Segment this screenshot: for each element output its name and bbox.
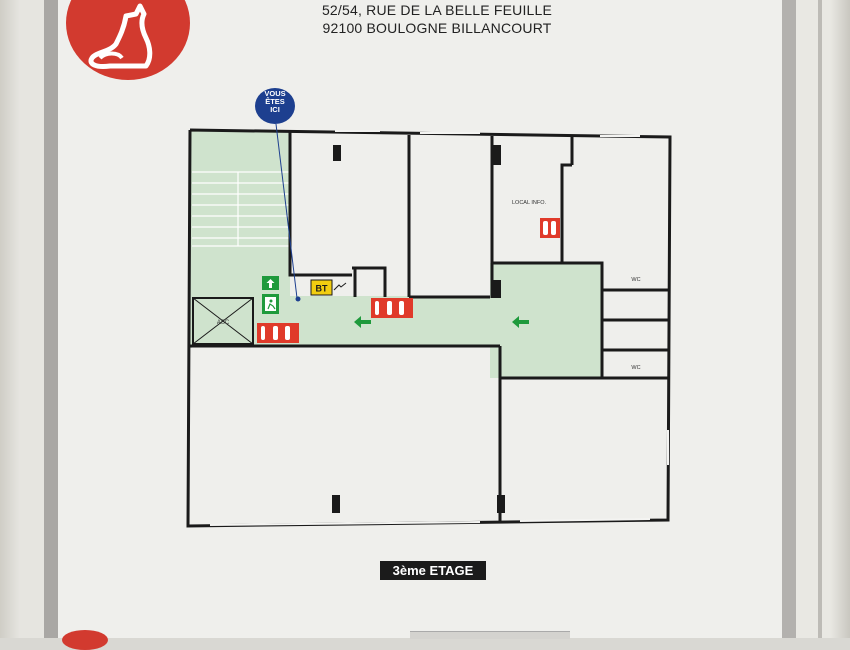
evacuation-arrow-icon bbox=[354, 316, 371, 328]
extinguisher-signs bbox=[257, 218, 560, 343]
columns bbox=[332, 145, 505, 513]
evacuation-arrow-icon bbox=[512, 316, 529, 328]
room-label-wc-top: WC bbox=[631, 277, 640, 283]
you-are-here-marker: VOUS ÊTES ICI bbox=[255, 88, 295, 124]
floor-label: 3ème ETAGE bbox=[380, 561, 486, 580]
bt-sign bbox=[310, 279, 333, 296]
staircase bbox=[192, 171, 290, 247]
room-label-local-info: LOCAL INFO. bbox=[512, 200, 546, 206]
marker-dot bbox=[295, 296, 301, 302]
frame-outer-edge bbox=[818, 0, 822, 638]
room-label-wc-bottom: WC bbox=[631, 365, 640, 371]
next-logo-edge bbox=[62, 630, 108, 650]
marker-line-3: ICI bbox=[270, 105, 280, 114]
next-plan-edge bbox=[410, 631, 570, 639]
walls bbox=[186, 128, 672, 528]
address-line-1: 52/54, RUE DE LA BELLE FEUILLE bbox=[321, 2, 553, 18]
windows bbox=[209, 130, 669, 526]
room-label-asc: ASC bbox=[217, 320, 230, 326]
marker-line-2: ÊTES bbox=[265, 97, 285, 106]
bt-arrow-icon bbox=[333, 282, 347, 291]
cat-logo-icon bbox=[66, 0, 190, 80]
marker-line-1: VOUS bbox=[264, 89, 286, 98]
marker-pointer bbox=[275, 123, 298, 299]
frame-left-edge bbox=[44, 0, 58, 638]
evacuation-zone bbox=[190, 131, 603, 378]
address-line-2: 92100 BOULOGNE BILLANCOURT bbox=[322, 20, 552, 36]
bt-sign-label: BT bbox=[316, 284, 328, 294]
frame-right-edge bbox=[782, 0, 796, 638]
